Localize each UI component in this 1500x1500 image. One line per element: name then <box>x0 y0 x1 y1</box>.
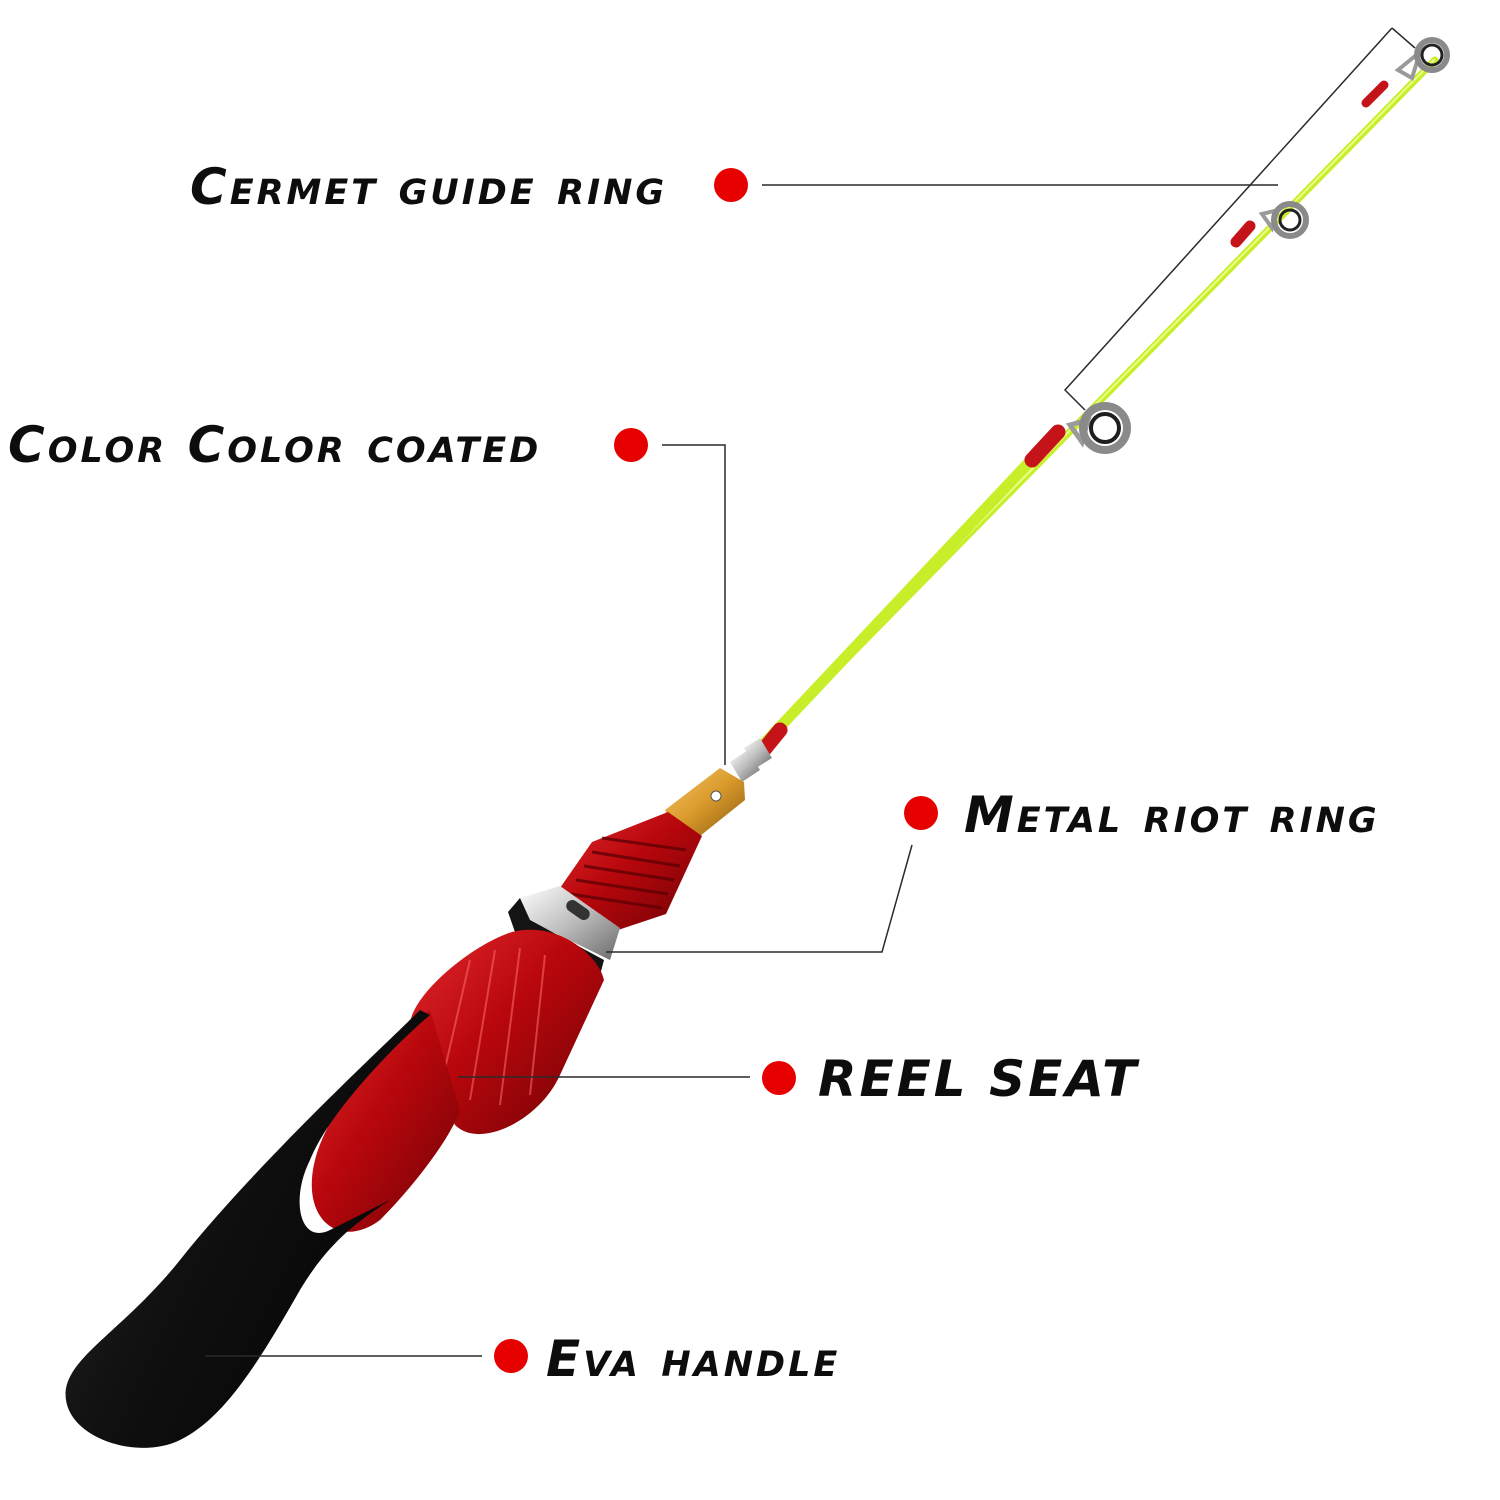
reel-seat-body <box>311 929 604 1232</box>
threaded-lock-nut <box>560 812 702 930</box>
cermet-guide-rings <box>1065 37 1450 454</box>
callout-dot-cermet-guide-ring <box>714 168 748 202</box>
callout-dot-reel-seat <box>762 1061 796 1095</box>
callout-label-metal-riot-ring: Metal riot ring <box>964 786 1380 844</box>
eva-handle <box>65 1010 431 1448</box>
callout-label-eva-handle: Eva handle <box>546 1330 841 1388</box>
gold-nut <box>665 768 745 836</box>
bracket-cermet-guide-ring <box>1063 27 1393 411</box>
metal-ferrule <box>730 738 772 782</box>
callout-dot-metal-riot-ring <box>904 796 938 830</box>
leader-metal-riot-ring <box>606 844 913 953</box>
callout-dot-eva-handle <box>494 1339 528 1373</box>
callout-dot-color-coated <box>614 428 648 462</box>
rod-blank-tip <box>754 56 1439 754</box>
callout-label-reel-seat: REEL SEAT <box>818 1050 1140 1108</box>
leader-color-coated <box>662 444 726 765</box>
callout-label-cermet-guide-ring: Cermet guide ring <box>190 158 668 216</box>
callout-label-color-coated: Color Color coated <box>8 416 542 474</box>
